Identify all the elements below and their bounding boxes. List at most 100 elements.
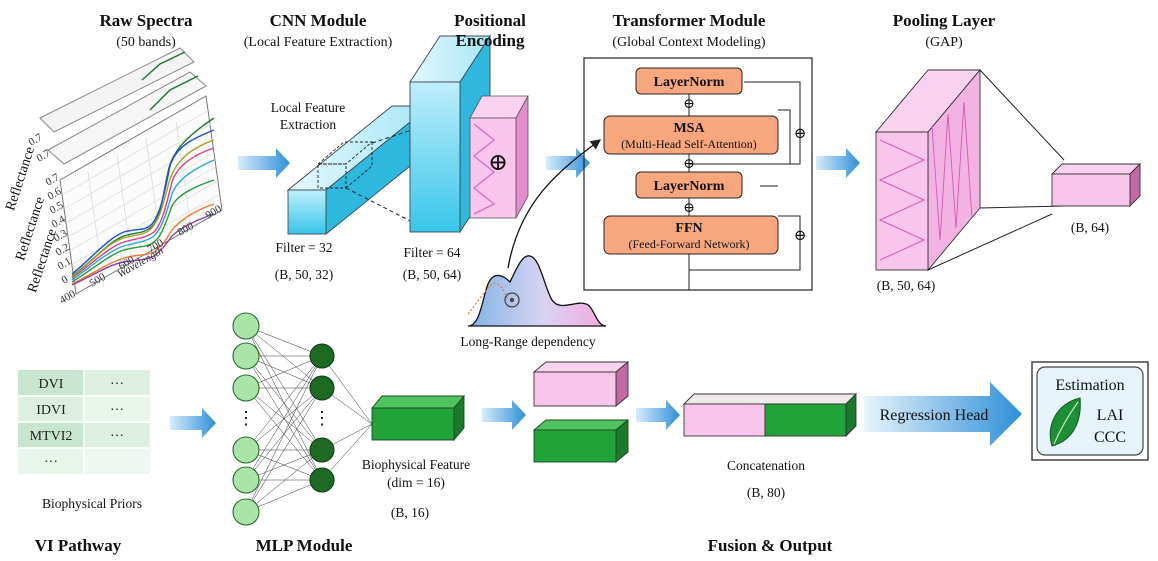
mlp-shape: (B, 16) [391,505,429,520]
spectra-curves [71,117,215,286]
mlp-connection [245,355,323,481]
mlp-hidden-node [309,437,335,463]
arrow-spectra-to-cnn [238,148,290,178]
vi-title: VI Pathway [35,536,122,555]
cnn-filter-64: Filter = 64 [403,245,460,260]
cnn-group: CNN Module (Local Feature Extraction) Lo… [244,11,491,282]
cnn-title: CNN Module [270,11,367,30]
vi-row-1-value: ··· [110,403,124,418]
transformer-add-icon-1: ⊕ [683,97,695,112]
pooling-subtitle: (GAP) [925,35,963,50]
mlp-connection [245,479,323,513]
mlp-input-node [232,374,260,402]
mlp-hidden-node [309,375,335,401]
estimation-group: Estimation LAI CCC [1031,361,1149,461]
spectra-back-curve [141,51,186,81]
fusion-group [532,361,630,463]
spectra-panel-middle [47,71,207,165]
positional-block [469,117,517,219]
concat-shape: (B, 80) [747,485,785,500]
raw-spectra-title: Raw Spectra [99,11,193,30]
spectra-gridlines [63,109,221,287]
concat-green-half [764,403,847,437]
pooling-input-block [875,131,929,271]
transformer-msa-sub: (Multi-Head Self-Attention) [621,137,757,151]
transformer-title: Transformer Module [613,11,766,30]
mlp-connection [245,355,323,513]
spectra-y-tick-0: 0.7 [44,171,62,189]
cnn-shape-32: (B, 50, 32) [275,267,334,282]
mlp-connection [245,325,323,357]
spectra-mid-curve [149,75,199,111]
mlp-input-node [232,312,260,340]
mlp-connection [245,355,323,389]
transformer-add-icon-2: ⊕ [683,157,695,172]
transformer-group: Transformer Module (Global Context Model… [460,11,813,349]
mlp-feature-label-1: Biophysical Feature [362,457,470,472]
vi-row-0-name: DVI [39,377,64,392]
pooling-title: Pooling Layer [893,11,996,30]
vi-pathway-group: DVI ··· IDVI ··· MTVI2 ··· ··· Biophysic… [18,370,150,555]
pooling-group: Pooling Layer (GAP) (B, 64) (B, 50, 64) [875,11,1142,293]
mlp-input-node [232,498,260,526]
vi-table: DVI ··· IDVI ··· MTVI2 ··· ··· [18,370,150,474]
positional-sine-pattern [473,123,496,215]
concat-pink-half [683,403,766,437]
mlp-connection [245,449,323,481]
arrow-mlp-to-fusion [482,400,526,430]
vi-row-2-name: MTVI2 [30,429,73,444]
fusion-biophysical-feature-block [533,429,617,463]
cnn-local-label-1: Local Feature [271,100,346,115]
transformer-msa-block [603,115,779,155]
dependency-wave [467,255,607,327]
vi-row-0-value: ··· [110,377,124,392]
positional-plus-icon: ⊕ [488,150,508,176]
mlp-connection [245,387,323,513]
arrow-fusion-to-concat [636,400,680,430]
mlp-hidden-node [309,467,335,493]
transformer-layernorm-top [635,67,743,95]
pooling-output-block [1051,173,1131,207]
spectra-y-tick-7: 0 [60,273,71,286]
mlp-input-node [232,342,260,370]
spectra-y-tick-6: 0.1 [56,255,74,272]
transformer-ffn-sub: (Feed-Forward Network) [629,237,750,251]
positional-title-1: Positional [454,11,526,30]
vi-row-3-name: ··· [44,455,58,470]
pooling-shape-out: (B, 64) [1071,220,1109,235]
estimation-title: Estimation [1055,377,1124,394]
transformer-frame [583,57,813,291]
mlp-title: MLP Module [256,536,353,555]
mlp-biophysical-feature-block [371,407,455,441]
fusion-title: Fusion & Output [708,536,833,555]
spectra-y-tick-5: 0.2 [54,241,72,258]
mlp-connection [245,449,323,513]
positional-encoding-group: Positional Encoding ⊕ [454,11,529,219]
mlp-connection [245,355,323,451]
cnn-shape-64: (B, 50, 64) [403,267,462,282]
transformer-layernorm-top-label: LayerNorm [654,75,725,90]
estimation-ccc: CCC [1094,429,1126,446]
mlp-input-node [232,466,260,494]
transformer-ffn-label: FFN [675,221,702,236]
transformer-subtitle: (Global Context Modeling) [612,35,766,50]
cnn-filter-32: Filter = 32 [275,240,332,255]
positional-title-2: Encoding [456,31,525,50]
regression-head-label: Regression Head [880,407,989,424]
vi-caption: Biophysical Priors [42,496,142,511]
mlp-feature-label-2: (dim = 16) [387,475,445,490]
cnn-subtitle: (Local Feature Extraction) [244,35,393,50]
vi-row-1-name: IDVI [36,403,66,418]
transformer-layernorm-mid-label: LayerNorm [654,179,725,194]
transformer-side-add-icon-2: ⊕ [794,228,807,244]
mlp-connection [245,387,323,451]
concat-label: Concatenation [727,458,805,473]
pooling-sine-front [878,139,926,261]
mlp-connection [245,325,323,389]
mlp-input-node [232,436,260,464]
pooling-shape-in: (B, 50, 64) [877,278,936,293]
dependency-target-icon [504,292,520,308]
raw-spectra-subtitle: (50 bands) [116,35,176,50]
mlp-ellipsis-input: ⋮ [237,408,255,428]
